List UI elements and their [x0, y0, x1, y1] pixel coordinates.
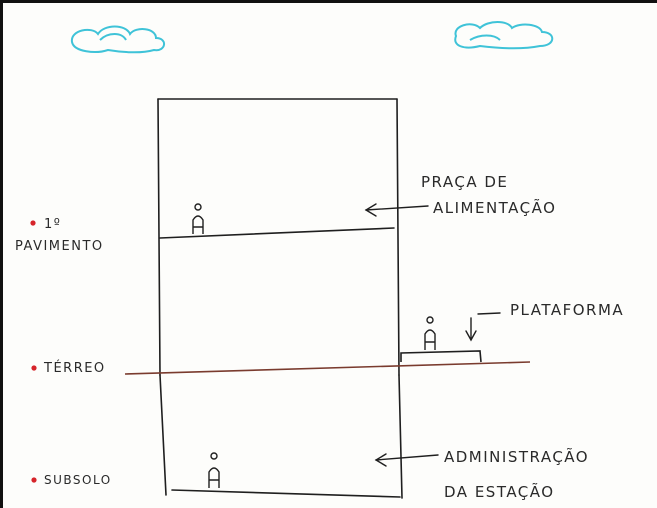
basement-label: SUBSOLO: [44, 473, 112, 487]
ground-label: TÉRREO: [43, 360, 106, 376]
level-marker-basement: [31, 477, 37, 483]
cloud-icon: [70, 25, 165, 54]
person-icon: [192, 203, 204, 234]
food-court-label-line1: PRAÇA DE: [421, 173, 508, 191]
level-marker-ground: [31, 365, 37, 371]
person-icon: [208, 452, 220, 488]
first-floor-slab: [159, 227, 395, 239]
ground-line: [124, 361, 531, 375]
arrow-icon: [374, 453, 439, 467]
cloud-icon: [454, 21, 554, 50]
level-marker-first-floor: [30, 220, 36, 226]
basement-floor: [171, 489, 401, 498]
first-floor-label: PAVIMENTO: [15, 239, 104, 254]
platform-label: PLATAFORMA: [510, 301, 624, 319]
arrow-icon: [364, 203, 429, 217]
admin-label-line2: DA ESTAÇÃO: [444, 482, 555, 501]
first-floor-number: 1º: [44, 217, 61, 232]
food-court-label-line2: ALIMENTAÇÃO: [433, 198, 556, 217]
admin-label-line1: ADMINISTRAÇÃO: [444, 447, 589, 466]
platform-shape: [400, 350, 482, 363]
person-icon: [424, 316, 436, 350]
arrow-icon: [465, 312, 501, 342]
building-outline: [157, 98, 403, 499]
